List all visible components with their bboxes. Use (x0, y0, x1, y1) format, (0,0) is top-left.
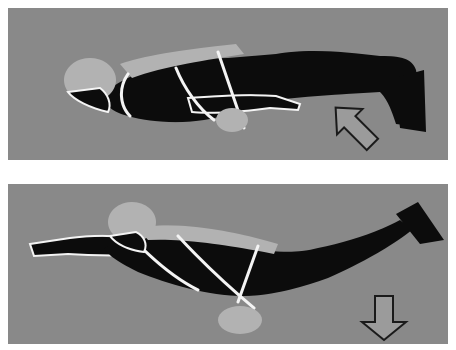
illustration-panel-bottom (8, 184, 448, 344)
weight-pouch (216, 108, 248, 132)
bottom-scene (8, 184, 448, 344)
illustration-panel-top (8, 8, 448, 160)
top-scene (8, 8, 448, 160)
weight-pouch (218, 306, 262, 334)
